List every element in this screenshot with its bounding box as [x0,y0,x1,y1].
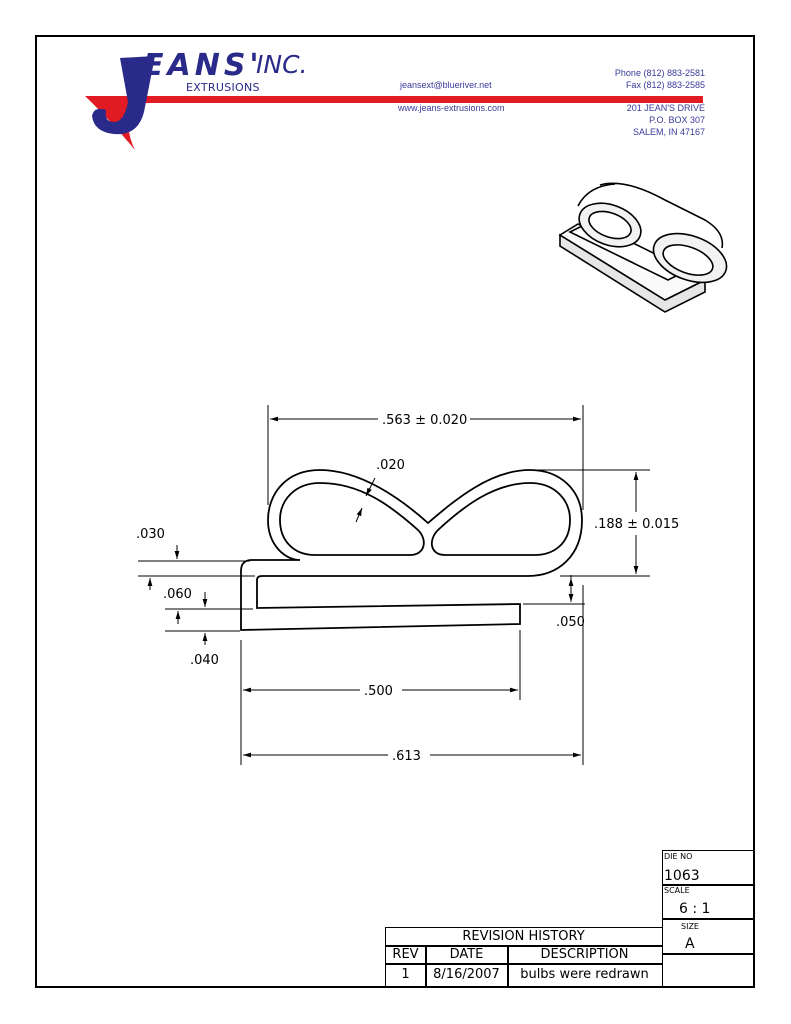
size-value: A [685,936,695,952]
address-line3: SALEM, IN 47167 [632,127,705,137]
scale-cell: SCALE 6 : 1 [662,884,755,920]
die-no-value: 1063 [664,868,700,884]
revision-history-title-cell: REVISION HISTORY [385,927,663,947]
website-text: www.jeans-extrusions.com [398,103,505,113]
phone-text: Phone (812) 883-2581 [614,68,705,78]
dim-text-bulb-height: .188 ± 0.015 [594,517,679,532]
dim-text-overall-width: .613 [392,749,421,764]
isometric-view [558,182,728,313]
dim-line-wall [365,477,376,497]
dim-text-base-length: .500 [364,684,393,699]
rev-header-cell: REV [385,945,427,965]
profile-outline [240,469,583,631]
company-subtitle: EXTRUSIONS [186,81,260,94]
description-header: DESCRIPTION [540,947,629,962]
company-logo [85,56,703,150]
die-no-cell: DIE NO 1063 [662,850,755,886]
address-line2: P.O. BOX 307 [649,115,705,125]
rev-header: REV [392,947,419,962]
size-label: SIZE [681,922,699,931]
rev-value: 1 [401,967,410,982]
table-row: bulbs were redrawn [507,963,663,988]
table-row: 8/16/2007 [425,963,509,988]
date-value: 8/16/2007 [433,967,500,982]
description-header-cell: DESCRIPTION [507,945,663,965]
date-header: DATE [449,947,484,962]
size-cell: SIZE A [662,918,755,955]
description-value: bulbs were redrawn [520,967,649,982]
dim-text-gap-right: .050 [556,615,585,630]
die-no-label: DIE NO [664,852,693,861]
dim-text-top-width: .563 ± 0.020 [382,413,467,428]
address-line1: 201 JEAN'S DRIVE [626,103,705,113]
email-text: jeansext@blueriver.net [400,80,492,90]
dim-text-lip: .030 [136,527,165,542]
dim-text-gap: .060 [163,587,192,602]
scale-value: 6 : 1 [679,901,711,917]
revision-history-title: REVISION HISTORY [462,929,585,944]
dim-text-wall: .020 [376,458,405,473]
company-suffix: INC. [256,50,308,79]
date-header-cell: DATE [425,945,509,965]
fax-text: Fax (812) 883-2585 [625,80,705,90]
blank-cell [662,953,755,988]
logo-letter-j [92,56,155,135]
company-name: EANS' [143,48,263,83]
logo-swoosh [85,96,703,150]
dim-text-base: .040 [190,653,219,668]
table-row: 1 [385,963,427,988]
scale-label: SCALE [664,886,690,895]
